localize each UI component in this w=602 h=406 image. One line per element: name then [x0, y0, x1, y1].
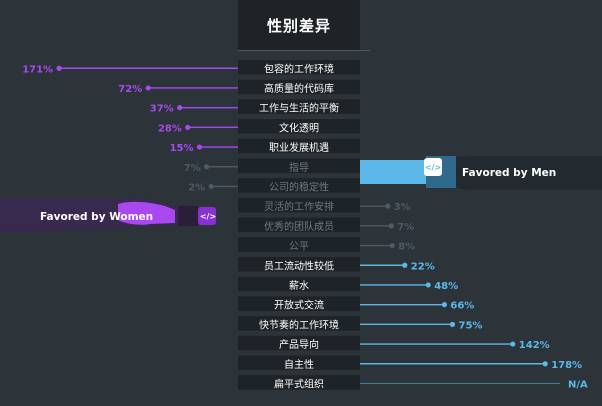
value-label: 28%	[158, 123, 182, 134]
legend-favored-by-women: Favored by Women	[40, 211, 153, 223]
bar-dot	[145, 85, 151, 91]
value-label: 37%	[150, 104, 174, 115]
category-label-box	[238, 217, 360, 233]
chart-title: 性别差异	[238, 0, 360, 50]
category-label: 包容的工作环境	[264, 62, 334, 75]
category-label-box	[238, 79, 360, 95]
value-label: 7%	[397, 222, 414, 233]
legend-favored-by-men: Favored by Men	[462, 167, 556, 179]
category-label: 开放式交流	[274, 299, 324, 312]
category-label: 工作与生活的平衡	[259, 102, 339, 115]
bar-dot	[542, 361, 548, 367]
value-label: 2%	[188, 182, 205, 193]
value-label: 171%	[22, 64, 53, 75]
category-label-box	[238, 257, 360, 272]
bar-dot	[389, 242, 395, 249]
category-label-box	[238, 276, 360, 292]
category-label: 薪水	[289, 280, 309, 292]
bar-dot	[196, 144, 203, 150]
category-label: 高质量的代码库	[264, 82, 334, 95]
value-label: 75%	[459, 320, 483, 331]
men-code-glyph: </>	[425, 163, 441, 172]
bar-dot	[56, 65, 62, 71]
women-wrist	[178, 206, 198, 226]
women-fist-icon	[118, 201, 175, 225]
category-label: 扁平式组织	[274, 377, 324, 390]
value-label: 178%	[551, 360, 582, 371]
bar-dot	[510, 341, 516, 347]
value-label: 22%	[411, 261, 435, 272]
category-label: 产品导向	[279, 338, 319, 351]
category-label-box	[238, 158, 360, 173]
value-label: 3%	[394, 202, 411, 213]
category-label-box	[238, 138, 360, 154]
bar-dot	[385, 203, 391, 209]
category-label: 优秀的团队成员	[264, 220, 334, 233]
men-code-badge-icon	[424, 158, 442, 176]
category-label-box	[238, 296, 360, 311]
category-label: 职业发展机遇	[269, 141, 329, 154]
value-label: 8%	[398, 242, 415, 253]
category-label: 员工流动性较低	[264, 259, 334, 272]
category-label-box	[238, 237, 360, 252]
women-code-glyph: </>	[200, 212, 216, 221]
category-label-box	[238, 119, 360, 134]
bar-dot	[425, 282, 431, 288]
men-forearm	[360, 160, 426, 184]
value-label: 66%	[450, 301, 474, 312]
value-label: 15%	[170, 143, 194, 154]
category-label: 文化透明	[279, 121, 319, 134]
category-label-box	[238, 178, 360, 193]
category-label: 自主性	[284, 358, 314, 371]
bar-dot	[204, 164, 210, 170]
women-code-badge-icon	[198, 207, 216, 225]
category-label: 公司的稳定性	[269, 180, 329, 193]
category-label-box	[238, 316, 360, 331]
bar-dot	[449, 321, 456, 327]
category-label: 指导	[289, 161, 309, 174]
bar-dot	[402, 262, 408, 268]
bar-dot	[388, 223, 394, 229]
category-label-box	[238, 355, 360, 370]
bar-dot	[185, 124, 191, 130]
category-label-box	[238, 99, 360, 114]
value-label: 7%	[184, 163, 201, 174]
category-label-box	[238, 335, 360, 351]
value-label: 72%	[118, 84, 142, 95]
bar-dot	[208, 183, 214, 190]
category-label-box	[238, 375, 360, 390]
value-label: 48%	[434, 281, 458, 292]
category-label: 公平	[289, 242, 309, 253]
category-label-box	[238, 60, 360, 75]
bar-dot	[177, 105, 183, 111]
category-label: 灵活的工作安排	[264, 200, 334, 213]
category-label: 快节奏的工作环境	[259, 318, 339, 331]
category-label-box	[238, 197, 360, 213]
bar-dot	[441, 302, 447, 308]
value-label: N/A	[568, 379, 588, 390]
title-divider	[238, 50, 370, 51]
value-label: 142%	[519, 340, 550, 351]
